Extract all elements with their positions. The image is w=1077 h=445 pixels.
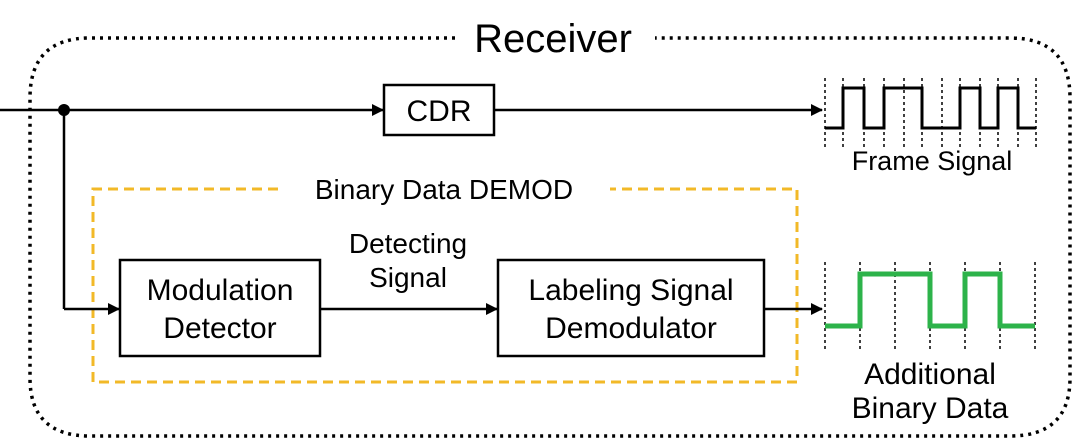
- modulation-detector-label-2: Detector: [163, 312, 276, 345]
- detecting-signal-label-2: Signal: [369, 262, 447, 293]
- detecting-signal-label-1: Detecting: [349, 228, 467, 259]
- modulation-detector-block: [118, 258, 322, 358]
- receiver-boundary: [28, 36, 1072, 438]
- binary-data-waveform: [824, 262, 1036, 350]
- receiver-title: Receiver: [474, 17, 632, 61]
- frame-signal-label: Frame Signal: [852, 146, 1013, 176]
- frame-signal-waveform: [824, 78, 1037, 148]
- modulation-detector-label-1: Modulation: [147, 274, 294, 307]
- labeling-demodulator-label-2: Demodulator: [545, 312, 717, 345]
- cdr-label: CDR: [407, 95, 472, 128]
- additional-data-label-1: Additional: [864, 358, 996, 391]
- additional-data-label-2: Binary Data: [852, 392, 1009, 425]
- demod-title: Binary Data DEMOD: [315, 174, 573, 205]
- demod-boundary: [91, 187, 799, 384]
- labeling-demodulator-label-1: Labeling Signal: [528, 274, 733, 307]
- cdr-block: [382, 83, 496, 137]
- labeling-demodulator-block: [496, 258, 766, 358]
